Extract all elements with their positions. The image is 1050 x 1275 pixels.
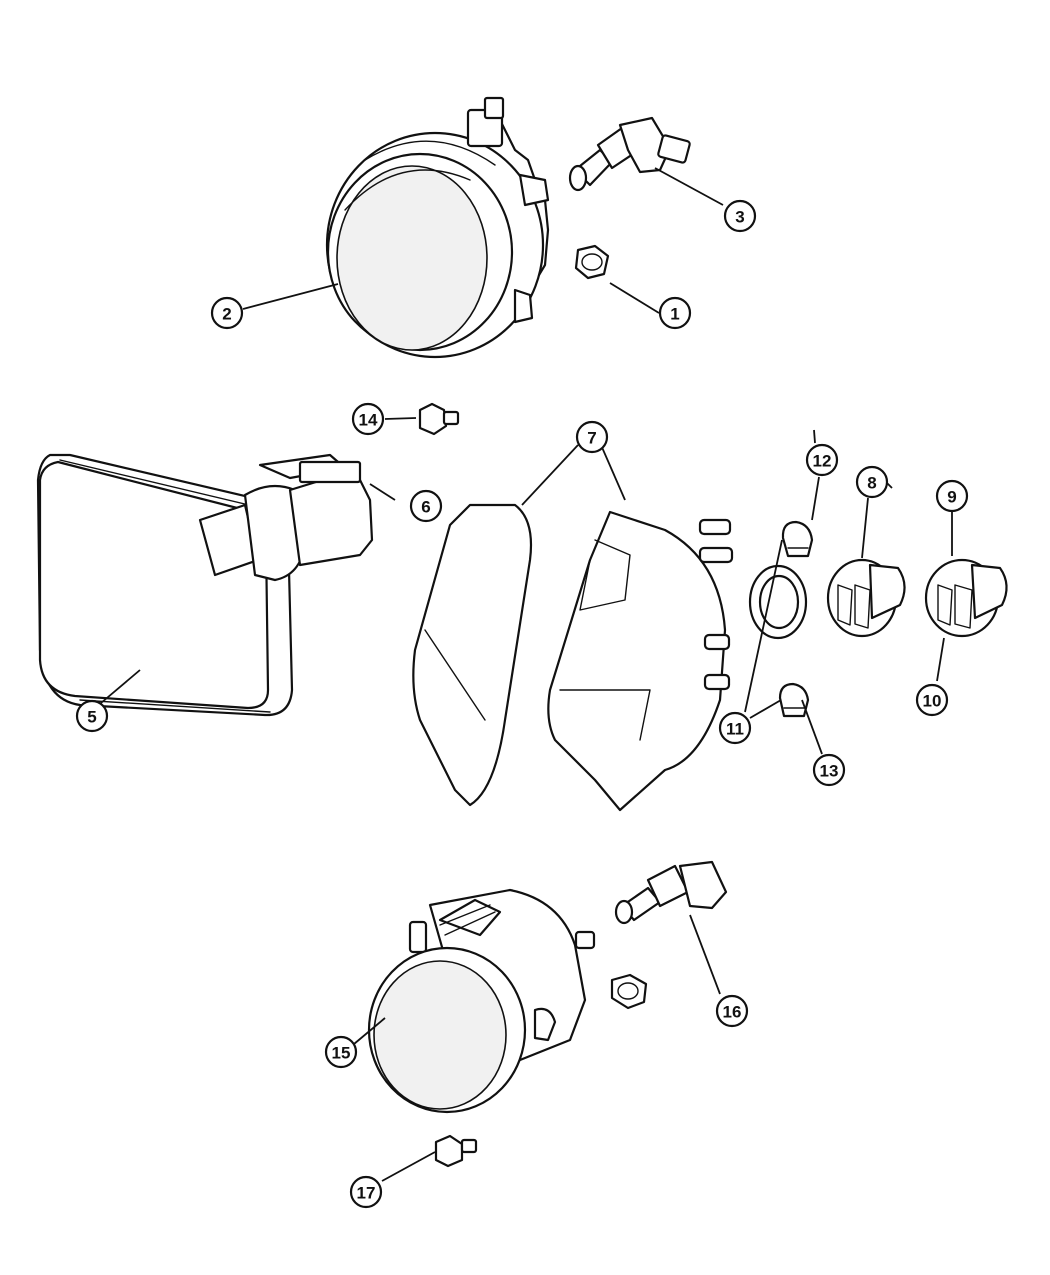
callout-circle [935, 479, 969, 513]
callout-3: 3 [723, 199, 757, 233]
callout-number: 16 [723, 1003, 742, 1022]
callout-number: 2 [222, 305, 231, 324]
callout-circle [75, 699, 109, 733]
callout-5: 5 [75, 699, 109, 733]
bulb-socket-8-icon [826, 558, 906, 638]
callout-number: 14 [359, 411, 378, 430]
round-fog-lamp-icon [367, 888, 596, 1114]
callout-2: 2 [210, 296, 244, 330]
callout-circle [812, 753, 846, 787]
halogen-bulb-fog-icon [614, 860, 728, 925]
o-ring-seal-icon [748, 564, 808, 640]
callout-circle [723, 199, 757, 233]
callout-circle [324, 1035, 358, 1069]
callout-number: 9 [947, 488, 956, 507]
flange-nut-lower-icon [610, 973, 648, 1010]
callout-number: 5 [87, 708, 96, 727]
callout-number: 15 [332, 1044, 351, 1063]
callout-circle [718, 711, 752, 745]
callout-number: 6 [421, 498, 430, 517]
bulb-socket-9-icon [924, 558, 1008, 638]
callout-8: 8 [855, 465, 889, 499]
callout-16: 16 [715, 994, 749, 1028]
callout-number: 7 [587, 429, 596, 448]
callout-13: 13 [812, 753, 846, 787]
hex-bolt-17-icon [434, 1134, 478, 1168]
callout-number: 10 [923, 692, 942, 711]
hex-bolt-14-icon [418, 402, 460, 436]
callout-circle [658, 296, 692, 330]
callout-number: 13 [820, 762, 839, 781]
callout-7: 7 [575, 420, 609, 454]
callout-12: 12 [805, 443, 839, 477]
callout-circle [915, 683, 949, 717]
round-headlamp-icon [325, 96, 550, 359]
callout-number: 1 [670, 305, 679, 324]
callout-number: 11 [726, 720, 744, 739]
callout-number: 8 [867, 474, 876, 493]
callout-1: 1 [658, 296, 692, 330]
callout-circle [351, 402, 385, 436]
callout-circle [349, 1175, 383, 1209]
callout-circle [715, 994, 749, 1028]
flange-nut-upper-icon [574, 244, 610, 280]
callout-15: 15 [324, 1035, 358, 1069]
park-turn-lamp-icon [412, 503, 734, 812]
rectangular-lamp-icon [36, 453, 374, 717]
callout-9: 9 [935, 479, 969, 513]
callout-17: 17 [349, 1175, 383, 1209]
callout-circle [575, 420, 609, 454]
callout-number: 12 [813, 452, 832, 471]
callout-circle [409, 489, 443, 523]
wedge-bulb-13-icon [778, 682, 810, 718]
callout-11: 11 [718, 711, 752, 745]
callout-10: 10 [915, 683, 949, 717]
callout-number: 3 [735, 208, 744, 227]
callout-circle [805, 443, 839, 477]
callout-circle [210, 296, 244, 330]
callout-6: 6 [409, 489, 443, 523]
callout-number: 17 [357, 1184, 376, 1203]
callout-circle [855, 465, 889, 499]
wedge-bulb-12-icon [781, 520, 814, 558]
halogen-bulb-upper-icon [568, 116, 691, 192]
callout-14: 14 [351, 402, 385, 436]
